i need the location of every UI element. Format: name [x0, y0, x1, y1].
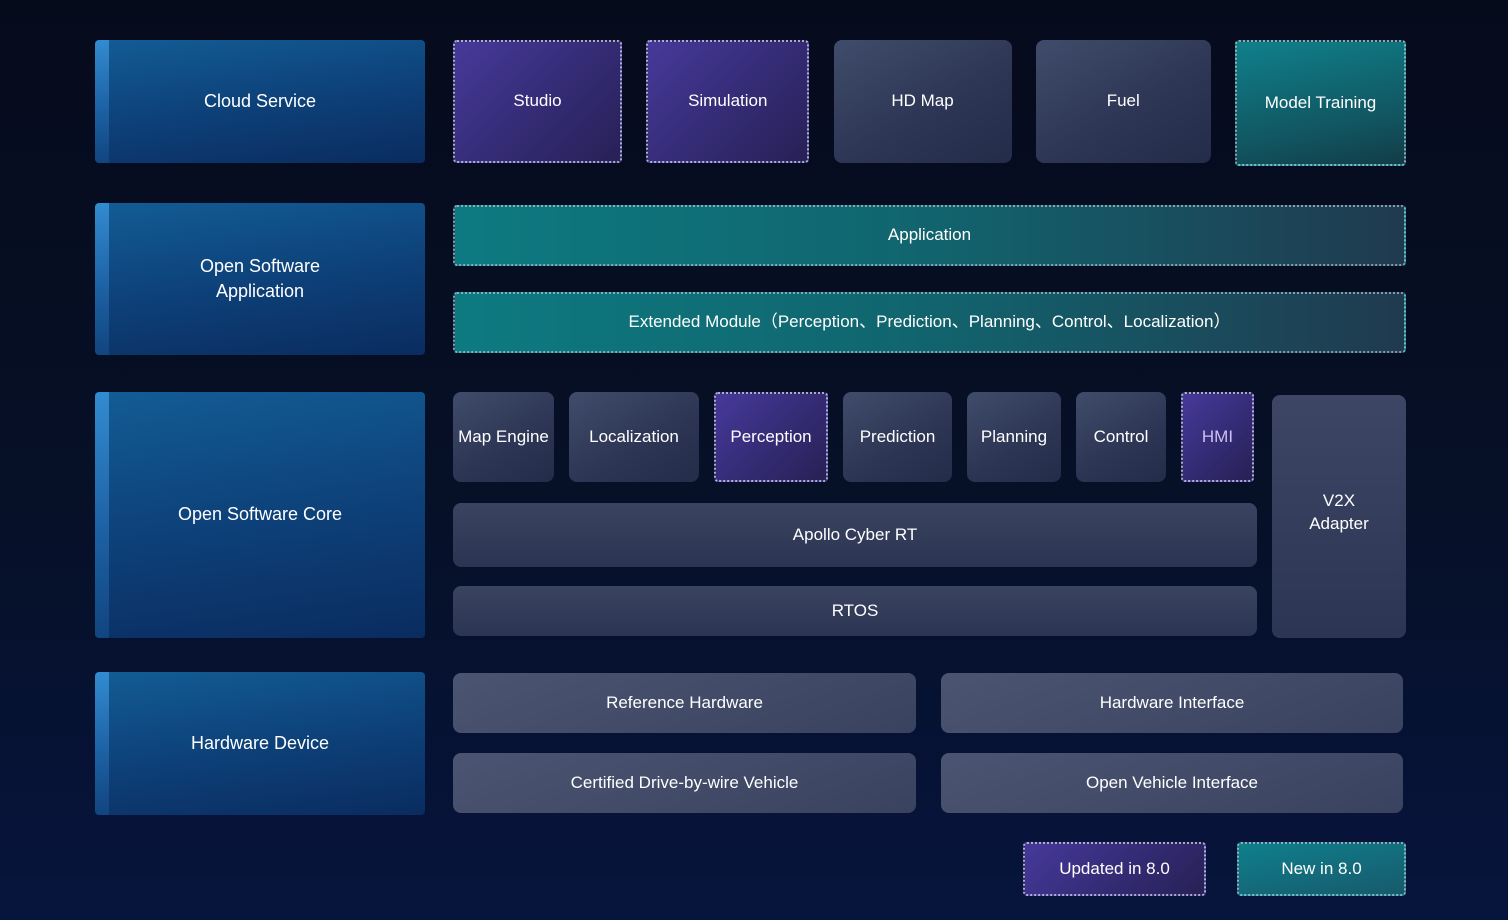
box-extended-module: Extended Module（Perception、Prediction、Pl… [453, 292, 1406, 353]
legend-new-in-8-0: New in 8.0 [1237, 842, 1406, 896]
open-software-core-row: Open Software Core Map Engine Localizati… [95, 392, 1406, 638]
hardware-device-row: Hardware Device Reference Hardware Hardw… [95, 672, 1406, 815]
application-bars: Application Extended Module（Perception、P… [453, 203, 1406, 355]
box-certified-drive-by-wire-vehicle: Certified Drive-by-wire Vehicle [453, 753, 916, 813]
box-rtos: RTOS [453, 586, 1257, 636]
box-v2x-adapter: V2X Adapter [1272, 395, 1406, 638]
v2x-adapter-label: V2X Adapter [1309, 491, 1369, 533]
box-apollo-cyber-rt: Apollo Cyber RT [453, 503, 1257, 567]
box-application: Application [453, 205, 1406, 266]
open-software-application-row: Open Software Application Application Ex… [95, 203, 1406, 355]
box-simulation: Simulation [646, 40, 810, 163]
box-open-vehicle-interface: Open Vehicle Interface [941, 753, 1403, 813]
cloud-service-items: Studio Simulation HD Map Fuel Model Trai… [453, 40, 1406, 166]
category-accent-stripe [95, 40, 109, 163]
category-label: Cloud Service [203, 90, 317, 111]
box-reference-hardware: Reference Hardware [453, 673, 916, 733]
core-modules-row: Map Engine Localization Perception Predi… [453, 392, 1257, 482]
box-control: Control [1076, 392, 1166, 482]
box-hardware-interface: Hardware Interface [941, 673, 1403, 733]
category-accent-stripe [95, 392, 109, 638]
core-area: Map Engine Localization Perception Predi… [453, 392, 1406, 638]
category-hardware-device: Hardware Device [95, 672, 425, 815]
category-open-software-core: Open Software Core [95, 392, 425, 638]
box-perception: Perception [714, 392, 828, 482]
core-modules-column: Map Engine Localization Perception Predi… [453, 392, 1257, 638]
box-prediction: Prediction [843, 392, 952, 482]
legend: Updated in 8.0 New in 8.0 [95, 842, 1406, 896]
category-cloud-service: Cloud Service [95, 40, 425, 163]
category-accent-stripe [95, 672, 109, 815]
category-label: Open Software Core [177, 504, 343, 525]
architecture-diagram: Cloud Service Studio Simulation HD Map F… [95, 40, 1406, 896]
category-label: Hardware Device [190, 732, 330, 753]
category-open-software-application: Open Software Application [95, 203, 425, 355]
box-localization: Localization [569, 392, 699, 482]
hardware-items-grid: Reference Hardware Hardware Interface Ce… [453, 673, 1406, 815]
box-studio: Studio [453, 40, 622, 163]
category-accent-stripe [95, 203, 109, 355]
cloud-service-row: Cloud Service Studio Simulation HD Map F… [95, 40, 1406, 166]
box-fuel: Fuel [1035, 40, 1211, 163]
box-map-engine: Map Engine [453, 392, 554, 482]
box-model-training: Model Training [1235, 40, 1406, 166]
box-hmi: HMI [1181, 392, 1254, 482]
category-label: Open Software Application [199, 255, 321, 301]
box-planning: Planning [967, 392, 1061, 482]
box-hd-map: HD Map [833, 40, 1012, 163]
legend-updated-in-8-0: Updated in 8.0 [1023, 842, 1206, 896]
